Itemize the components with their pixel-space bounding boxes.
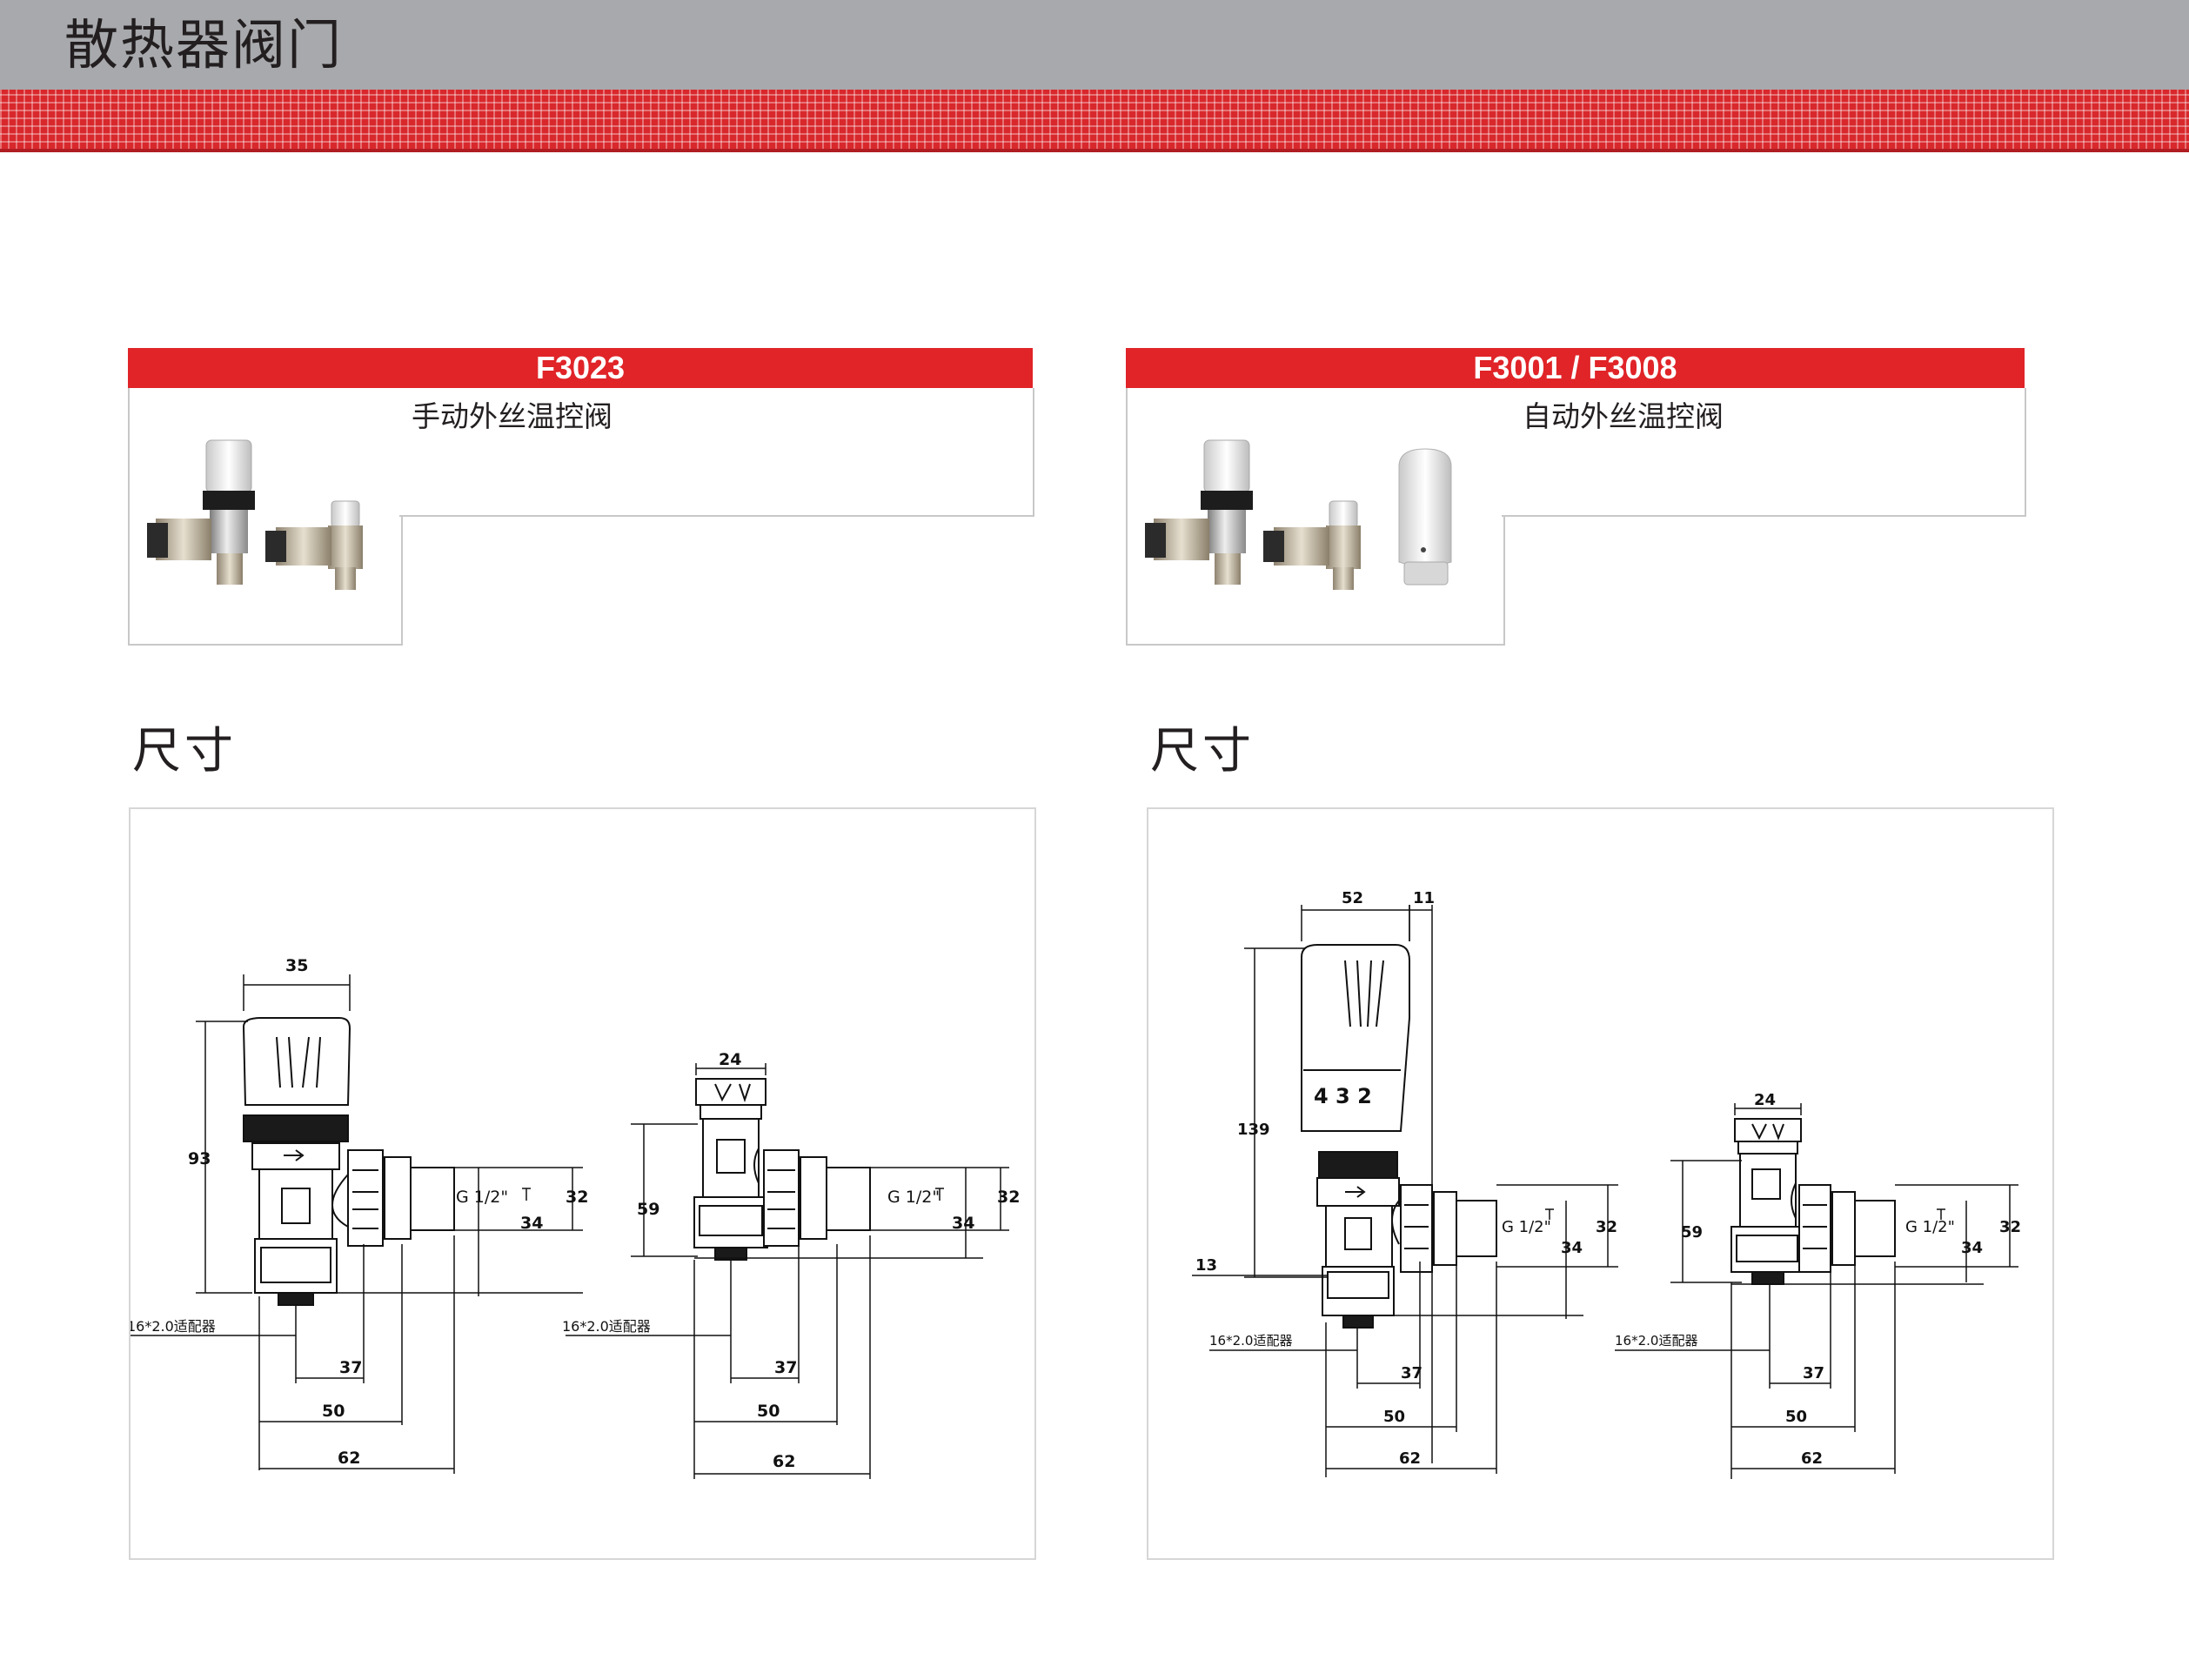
dial-label: 4 3 2 [1314,1084,1372,1108]
thread-label: G 1/2" [1905,1218,1955,1236]
thread-label: G 1/2" [456,1188,508,1207]
dimension-drawing-left: 35 93 G 1/2" 32 34 16*2.0适配器 37 50 62 24… [127,807,1036,1560]
thread-label: G 1/2" [887,1188,940,1207]
dim-label: 50 [1383,1408,1405,1426]
dim-label: 59 [1681,1223,1703,1242]
dim-label: 93 [188,1149,211,1168]
dim-label: 37 [774,1358,797,1377]
adapter-label: 16*2.0适配器 [1615,1333,1697,1349]
adapter-label: 16*2.0适配器 [1209,1333,1292,1349]
dim-label: 13 [1195,1256,1217,1275]
dim-label: 32 [1596,1218,1617,1236]
product-description: 自动外丝温控阀 [1523,399,1724,433]
thread-label: G 1/2" [1502,1218,1551,1236]
dim-label: 62 [1399,1449,1421,1468]
decorative-red-band [0,90,2189,151]
technical-drawing: 52 11 139 13 4 3 2 G 1/2" 32 34 16*2.0适配… [1192,889,2021,1479]
dim-label: 34 [952,1214,974,1233]
dim-label: 37 [1401,1364,1423,1382]
technical-drawing: 35 93 G 1/2" 32 34 16*2.0适配器 37 50 62 24… [127,956,1020,1479]
dim-label: 139 [1237,1121,1270,1139]
header-bar [0,0,2189,90]
valve-a-drawing [131,974,583,1474]
dim-label: 62 [1801,1449,1823,1468]
dim-label: 37 [1803,1364,1824,1382]
dim-label: 50 [322,1402,345,1421]
product-code-header: F3023 [128,348,1033,388]
dimension-drawing-right: 52 11 139 13 4 3 2 G 1/2" 32 34 16*2.0适配… [1147,807,2054,1560]
dim-label: 32 [997,1188,1020,1207]
valve-photo-illustration [147,439,363,590]
dim-label: 62 [338,1449,360,1468]
dim-label: 24 [1754,1091,1776,1109]
dim-label: 52 [1342,889,1363,907]
dim-label: 59 [637,1200,659,1219]
dim-label: 35 [285,956,308,975]
dim-label: 34 [520,1214,543,1233]
dim-label: 24 [719,1050,741,1069]
page-title: 散热器阀门 [64,13,344,77]
dim-label: 50 [757,1402,780,1421]
valve-a-drawing [1192,905,1618,1477]
dim-label: 11 [1413,889,1435,907]
dim-label: 37 [339,1358,362,1377]
product-photo [1126,388,1505,646]
adapter-label: 16*2.0适配器 [562,1318,651,1335]
product-code-header: F3001 / F3008 [1126,348,2025,388]
decorative-red-band-edge [0,149,2189,152]
product-photo [128,388,403,646]
adapter-label: 16*2.0适配器 [131,1318,216,1335]
dim-label: 34 [1961,1239,1983,1257]
section-title-dimensions: 尺寸 [1150,723,1255,780]
product-description-box [1502,388,2026,517]
dim-label: 50 [1785,1408,1807,1426]
section-title-dimensions: 尺寸 [132,723,237,780]
dim-label: 32 [1999,1218,2021,1236]
valve-b-drawing [566,1063,1009,1479]
dim-label: 34 [1561,1239,1583,1257]
product-description: 手动外丝温控阀 [412,399,613,433]
dim-label: 62 [773,1452,795,1471]
valve-photo-illustration [1145,439,1452,590]
product-description-box [399,388,1034,517]
valve-b-drawing [1615,1103,2018,1479]
dim-label: 32 [566,1188,588,1207]
